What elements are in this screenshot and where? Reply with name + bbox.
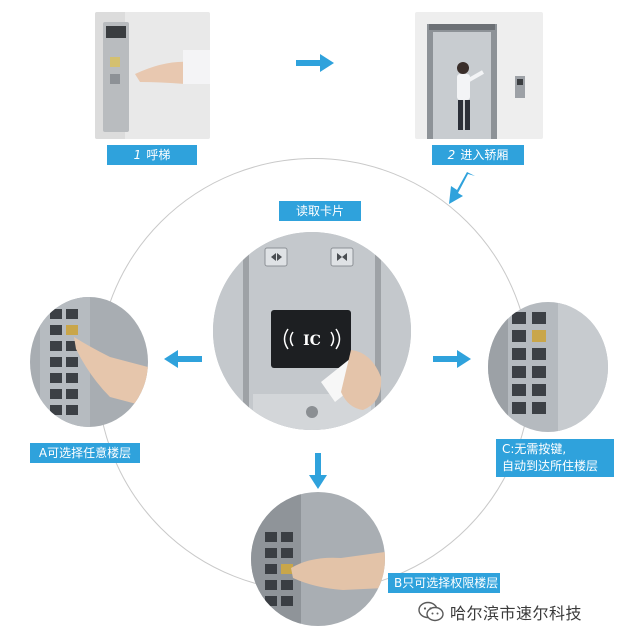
arrow-left-icon <box>164 350 202 368</box>
option-c-line-2: 自动到达所住楼层 <box>502 459 599 473</box>
arrow-down-icon <box>309 453 327 489</box>
arrow-right-icon <box>296 54 334 72</box>
ic-card-text: IC <box>303 333 321 349</box>
option-b-label: B只可选择权限楼层 <box>388 573 500 593</box>
call-elevator-photo <box>95 12 210 139</box>
step-2-label: 2 进入轿厢 <box>432 145 524 165</box>
option-c-line-1: C:无需按键, <box>502 442 567 456</box>
step-1-number: 1 <box>133 148 142 162</box>
auto-floor-photo <box>488 302 608 432</box>
card-reader-photo: IC <box>213 232 411 430</box>
step-1-text: 呼梯 <box>146 148 171 162</box>
arrow-right-icon <box>433 350 471 368</box>
step-2-text: 进入轿厢 <box>460 148 509 162</box>
permission-floor-photo <box>251 492 385 626</box>
option-a-label: A可选择任意楼层 <box>30 443 140 463</box>
step-2-number: 2 <box>447 148 456 162</box>
watermark-text: 哈尔滨市速尔科技 <box>450 604 583 623</box>
any-floor-photo <box>30 297 148 427</box>
enter-car-photo <box>415 12 543 139</box>
watermark: 哈尔滨市速尔科技 <box>418 598 640 626</box>
option-c-label: C:无需按键, 自动到达所住楼层 <box>496 439 614 477</box>
arrow-down-left-icon <box>449 172 475 204</box>
wechat-icon <box>418 601 444 622</box>
read-card-label: 读取卡片 <box>279 201 361 221</box>
step-1-label: 1 呼梯 <box>107 145 197 165</box>
